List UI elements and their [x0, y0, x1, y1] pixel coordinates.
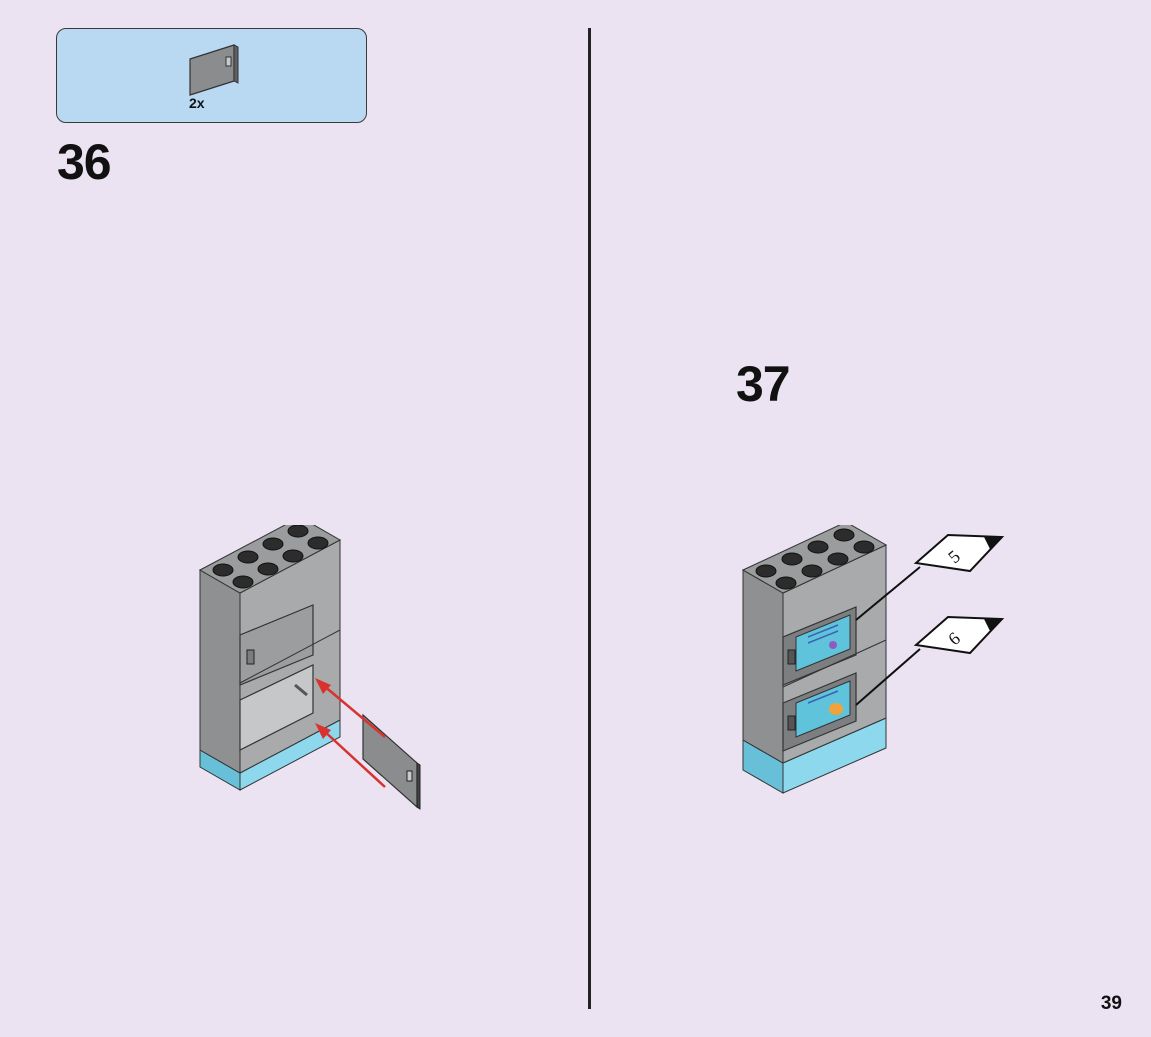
door-part-icon	[189, 44, 239, 96]
loose-cupboard-door	[362, 713, 418, 809]
tower-top-face	[741, 525, 888, 594]
upper-door-handle	[246, 649, 255, 665]
tower-left-face	[199, 569, 241, 774]
top-studs	[755, 528, 875, 590]
step-number-37: 37	[736, 356, 791, 412]
step-36-illustration	[198, 525, 421, 810]
parts-quantity: 2x	[189, 95, 205, 111]
parts-callout: 2x	[56, 28, 367, 123]
upper-cupboard-door	[239, 604, 314, 686]
tower-top-face	[198, 525, 342, 594]
page-divider	[588, 28, 591, 1009]
step-37-illustration: 5 6	[741, 525, 1005, 794]
top-studs	[212, 525, 329, 589]
lower-sticker	[795, 680, 851, 738]
tower-left-face	[742, 569, 784, 764]
step-number-36: 36	[57, 134, 112, 190]
assembly-arrows	[322, 684, 386, 788]
upper-sticker	[795, 614, 851, 672]
page-number: 39	[1100, 993, 1122, 1014]
